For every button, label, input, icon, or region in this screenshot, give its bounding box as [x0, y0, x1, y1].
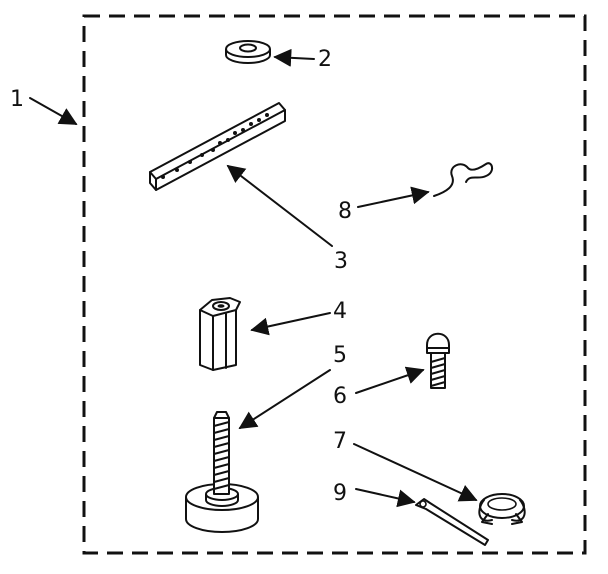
callout-3-label: 3 [334, 249, 348, 274]
callout-9-label: 9 [333, 481, 347, 506]
callout-3: 3 [226, 164, 348, 274]
bracket-icon [149, 102, 286, 191]
callout-6-label: 6 [333, 384, 347, 409]
callout-4-label: 4 [333, 299, 347, 324]
callout-7-label: 7 [333, 429, 347, 454]
callout-4: 4 [250, 299, 347, 336]
clamp-icon [478, 493, 526, 525]
callout-7: 7 [333, 429, 478, 502]
callout-2: 2 [273, 47, 332, 72]
callout-1: 1 [10, 87, 78, 125]
callout-1-label: 1 [10, 87, 24, 112]
callout-6: 6 [333, 366, 425, 409]
callout-5: 5 [238, 343, 347, 429]
callout-8: 8 [338, 186, 430, 224]
callout-9: 9 [333, 481, 416, 508]
hex-nut-icon [199, 297, 241, 371]
leveling-foot-icon [185, 411, 259, 533]
callout-8-label: 8 [338, 199, 352, 224]
callout-5-label: 5 [333, 343, 347, 368]
tie-icon [415, 498, 489, 546]
washer-icon [225, 40, 271, 64]
bolt-icon [426, 332, 450, 389]
callout-2-label: 2 [318, 47, 332, 72]
kit-boundary [82, 14, 587, 555]
clip-icon [433, 162, 493, 197]
